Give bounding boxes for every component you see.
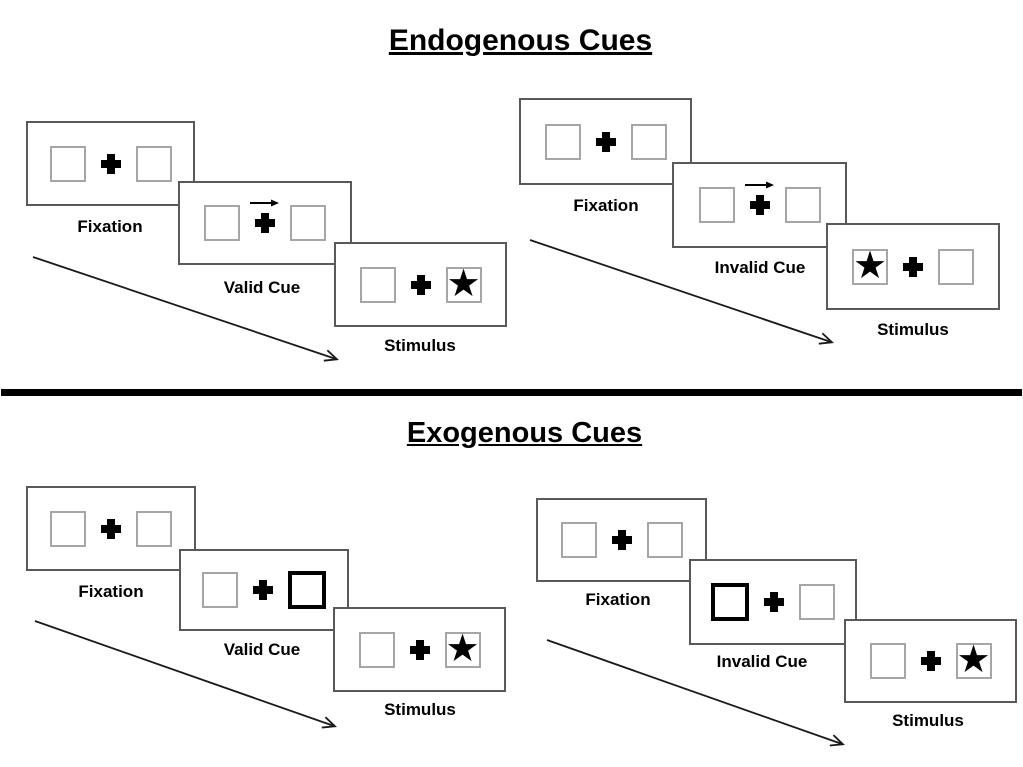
left-box bbox=[698, 187, 735, 223]
panel-stimulus: ★ bbox=[844, 619, 1017, 703]
left-box bbox=[544, 123, 581, 160]
panel-content bbox=[49, 145, 172, 182]
right-box bbox=[135, 145, 172, 182]
panel-label-stimulus: Stimulus bbox=[384, 700, 456, 719]
fixation-cross-icon bbox=[253, 580, 273, 600]
right-box: ★ bbox=[444, 627, 481, 670]
panel-label-fixation: Fixation bbox=[77, 217, 143, 236]
right-box: ★ bbox=[955, 639, 992, 681]
left-box bbox=[202, 572, 238, 608]
fixation-cross-icon bbox=[409, 639, 430, 660]
panel-content: ★ bbox=[359, 262, 482, 305]
panel-invalid-cue bbox=[672, 162, 847, 248]
fixation-cross-icon bbox=[744, 181, 774, 215]
panel-stimulus: ★ bbox=[333, 607, 506, 692]
panel-valid-cue bbox=[178, 181, 352, 265]
panel-content: ★ bbox=[852, 244, 974, 287]
panel-content bbox=[711, 583, 835, 621]
sequence-arrow-icon bbox=[529, 239, 834, 345]
panel-label-stimulus: Stimulus bbox=[384, 336, 456, 355]
fixation-cross-icon bbox=[100, 153, 121, 174]
sequence-arrow-icon bbox=[32, 256, 339, 362]
right-box bbox=[136, 510, 172, 547]
right-box bbox=[646, 522, 683, 558]
endogenous-section-title: Endogenous Cues bbox=[388, 24, 653, 57]
left-box bbox=[49, 145, 86, 182]
panel-fixation bbox=[519, 98, 692, 185]
panel-fixation bbox=[26, 121, 195, 206]
panel-content bbox=[202, 571, 326, 609]
fixation-cross-icon bbox=[764, 592, 784, 612]
fixation-cross-icon bbox=[595, 131, 616, 152]
fixation-cross-icon bbox=[250, 199, 279, 233]
panel-fixation bbox=[26, 486, 196, 571]
left-box bbox=[560, 522, 597, 558]
panel-content: ★ bbox=[358, 627, 481, 670]
panel-label-stimulus: Stimulus bbox=[892, 711, 964, 730]
panel-valid-cue bbox=[179, 549, 349, 631]
panel-content: ★ bbox=[869, 639, 992, 681]
panel-invalid-cue bbox=[689, 559, 857, 645]
left-box: ★ bbox=[852, 244, 888, 287]
panel-label-fixation: Fixation bbox=[78, 582, 144, 601]
right-box: ★ bbox=[445, 262, 482, 305]
right-box bbox=[784, 187, 821, 223]
left-box bbox=[50, 510, 86, 547]
panel-label-fixation: Fixation bbox=[573, 196, 639, 215]
sequence-arrow-icon bbox=[34, 620, 337, 729]
panel-label-valid-cue: Valid Cue bbox=[223, 640, 301, 659]
left-box bbox=[359, 266, 396, 303]
panel-label-valid-cue: Valid Cue bbox=[223, 278, 301, 297]
panel-content bbox=[544, 123, 667, 160]
highlighted-cue-box bbox=[288, 571, 326, 609]
star-icon: ★ bbox=[446, 262, 481, 305]
left-box bbox=[869, 643, 906, 679]
star-icon: ★ bbox=[445, 627, 480, 670]
right-box bbox=[290, 205, 326, 241]
panel-fixation bbox=[536, 498, 707, 582]
panel-stimulus: ★ bbox=[334, 242, 507, 327]
panel-content bbox=[204, 199, 326, 241]
panel-content bbox=[50, 510, 172, 547]
panel-label-invalid-cue: Invalid Cue bbox=[716, 652, 808, 671]
left-box bbox=[358, 631, 395, 668]
star-icon: ★ bbox=[852, 244, 888, 287]
fixation-cross-icon bbox=[410, 274, 431, 295]
fixation-cross-icon bbox=[920, 651, 941, 671]
right-box bbox=[938, 248, 974, 285]
panel-label-fixation: Fixation bbox=[585, 590, 651, 609]
section-divider bbox=[1, 389, 1022, 396]
fixation-cross-icon bbox=[101, 518, 121, 539]
cue-arrow-icon bbox=[744, 181, 774, 189]
fixation-cross-icon bbox=[611, 530, 632, 550]
fixation-cross-icon bbox=[903, 256, 923, 277]
right-box bbox=[630, 123, 667, 160]
cue-arrow-icon bbox=[250, 199, 279, 207]
panel-content bbox=[560, 522, 683, 558]
highlighted-cue-box bbox=[711, 583, 749, 621]
panel-label-stimulus: Stimulus bbox=[877, 320, 949, 339]
panel-label-invalid-cue: Invalid Cue bbox=[714, 258, 806, 277]
right-box bbox=[799, 584, 835, 620]
star-icon: ★ bbox=[956, 639, 991, 681]
exogenous-section-title: Exogenous Cues bbox=[406, 417, 643, 449]
left-box bbox=[204, 205, 240, 241]
panel-content bbox=[698, 181, 821, 223]
panel-stimulus: ★ bbox=[826, 223, 1000, 310]
